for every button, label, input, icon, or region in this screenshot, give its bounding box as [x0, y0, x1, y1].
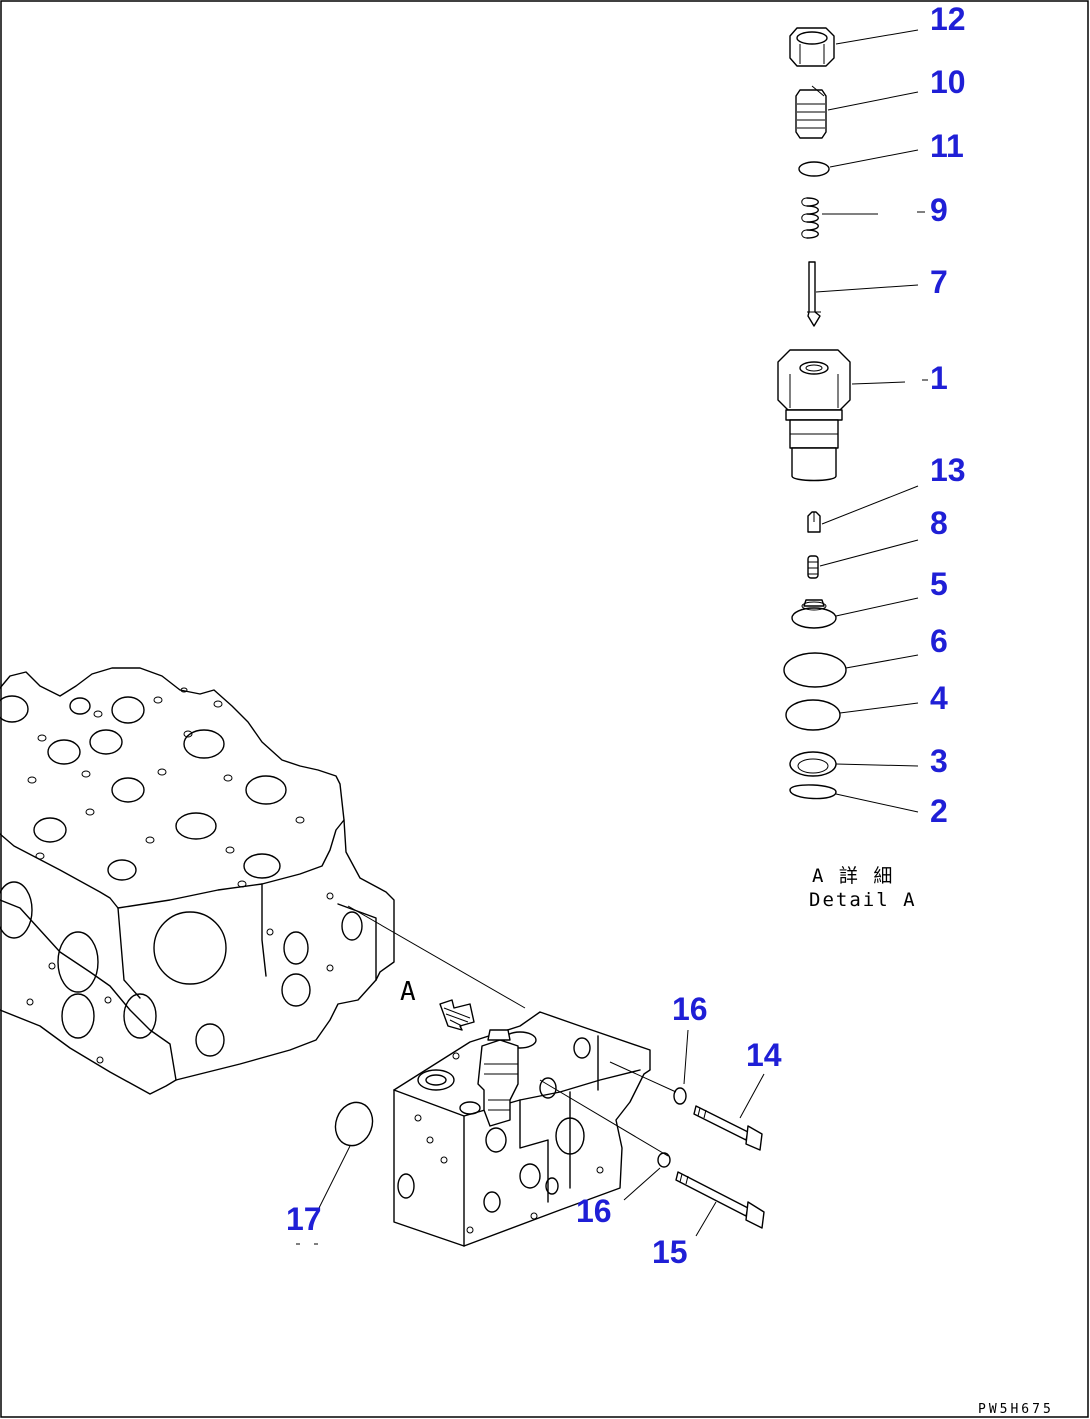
part-6-o-ring	[783, 652, 847, 688]
callout-11: 11	[930, 128, 964, 164]
part-10-screw	[795, 85, 827, 139]
drawing-code: PW5H675	[978, 1402, 1054, 1417]
part-2-o-ring	[789, 784, 837, 800]
callout-14: 14	[746, 1037, 782, 1073]
detail-caption-en: Detail A	[809, 889, 917, 911]
callout-8: 8	[930, 505, 948, 541]
callout-15: 15	[652, 1234, 688, 1270]
part-12-nut	[789, 27, 835, 67]
guide-line	[347, 905, 526, 1009]
part-16-washer-upper	[673, 1087, 687, 1105]
part-9-spring	[801, 197, 819, 239]
view-arrow-icon	[439, 999, 475, 1031]
callout-16-upper: 16	[672, 991, 708, 1027]
part-7-poppet	[807, 261, 821, 327]
part-4-backup-ring	[785, 699, 841, 731]
callout-13: 13	[930, 452, 966, 488]
part-8-spring	[807, 555, 819, 579]
callout-10: 10	[930, 64, 966, 100]
callout-9: 9	[930, 192, 948, 228]
part-16-washer-lower	[657, 1152, 671, 1168]
callout-12: 12	[930, 1, 966, 37]
view-marker-a: A	[400, 977, 418, 1007]
detail-caption-jp: A 詳 細	[812, 865, 894, 887]
callout-16-lower: 16	[576, 1193, 612, 1229]
part-5-seat	[791, 599, 837, 629]
part-15-bolt	[675, 1171, 765, 1229]
main-valve-body	[0, 667, 395, 1095]
detail-a-exploded-view	[777, 27, 928, 813]
part-1-valve-body	[777, 349, 851, 482]
part-11-o-ring	[798, 161, 830, 177]
section-valve-block	[393, 1011, 677, 1247]
part-14-bolt	[693, 1105, 763, 1151]
part-17-o-ring	[334, 1101, 374, 1147]
callout-17: 17	[286, 1201, 322, 1237]
callout-2: 2	[930, 793, 948, 829]
callout-7: 7	[930, 264, 948, 300]
callout-5: 5	[930, 566, 948, 602]
part-13-pin	[807, 511, 821, 533]
callout-3: 3	[930, 743, 948, 779]
callout-6: 6	[930, 623, 948, 659]
callout-1: 1	[930, 360, 948, 396]
callout-4: 4	[930, 680, 948, 716]
part-3-ring	[789, 751, 837, 777]
